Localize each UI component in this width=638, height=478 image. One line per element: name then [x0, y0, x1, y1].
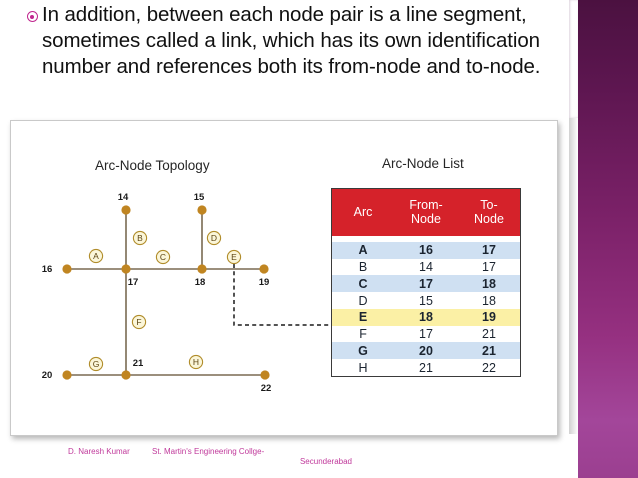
slide-decoration-notch [569, 0, 578, 118]
svg-text:H: H [193, 357, 199, 367]
node-label-18: 18 [195, 277, 206, 288]
slide-decoration-bar [578, 0, 638, 478]
cell-to: 21 [457, 325, 520, 343]
arc-label-A: A [88, 248, 104, 264]
cell-from: 17 [394, 275, 458, 293]
cell-arc: G [332, 342, 395, 360]
table-row: D 15 18 [332, 292, 520, 309]
arc-label-D: D [206, 230, 222, 246]
column-header-from-node: From- Node [394, 189, 458, 236]
table-row: F 17 21 [332, 325, 520, 343]
cell-arc: C [332, 275, 395, 293]
topology-title: Arc-Node Topology [95, 158, 210, 173]
column-header-to-node: To- Node [457, 189, 520, 236]
topology-nodes [62, 205, 270, 380]
node-14 [121, 205, 131, 215]
footer-city: Secunderabad [299, 457, 352, 466]
cell-to: 18 [457, 292, 520, 309]
node-label-20: 20 [42, 370, 53, 381]
cell-arc: H [332, 359, 395, 377]
table-row: A 16 17 [332, 241, 520, 259]
node-17 [121, 264, 131, 274]
arc-label-F: F [131, 314, 147, 330]
cell-to: 22 [457, 359, 520, 377]
cell-to: 18 [457, 275, 520, 293]
node-20 [62, 370, 72, 380]
cell-to: 17 [457, 258, 520, 276]
node-19 [259, 264, 269, 274]
callout-dashed-path [233, 264, 331, 326]
table-row: G 20 21 [332, 342, 520, 360]
column-header-arc: Arc [332, 189, 395, 236]
footer-author: D. Naresh Kumar [68, 447, 130, 456]
node-label-19: 19 [259, 277, 270, 288]
cell-arc: A [332, 241, 395, 259]
cell-from: 14 [394, 258, 458, 276]
svg-text:C: C [160, 252, 166, 262]
cell-from: 18 [394, 308, 458, 326]
node-18 [197, 264, 207, 274]
slide-decoration-shadow [569, 118, 578, 434]
cell-from: 15 [394, 292, 458, 309]
cell-to: 21 [457, 342, 520, 360]
cell-from: 21 [394, 359, 458, 377]
ring-bullet-icon [22, 11, 42, 22]
svg-text:F: F [136, 317, 141, 327]
svg-text:G: G [93, 359, 100, 369]
table-body: A 16 17 B 14 17 C 17 18 D 15 18 E 18 [332, 236, 520, 377]
table-row: H 21 22 [332, 359, 520, 377]
cell-arc: D [332, 292, 395, 309]
node-16 [62, 264, 72, 274]
topology-node-labels: 14 15 16 17 18 19 20 21 22 [42, 192, 272, 394]
node-label-22: 22 [261, 383, 272, 394]
cell-to: 19 [457, 308, 520, 326]
cell-arc: B [332, 258, 395, 276]
table-row: C 17 18 [332, 275, 520, 293]
topology-edges [67, 210, 265, 376]
arc-node-topology-diagram: 14 15 16 17 18 19 20 21 22 A B C D E [42, 192, 331, 394]
node-15 [197, 205, 207, 215]
table-row-highlighted: E 18 19 [332, 308, 520, 326]
svg-text:D: D [211, 233, 217, 243]
cell-from: 17 [394, 325, 458, 343]
table-row: B 14 17 [332, 258, 520, 276]
cell-arc: E [332, 308, 395, 326]
topology-callout [233, 264, 331, 326]
table-header: Arc From- Node To- Node [332, 189, 520, 236]
bullet-block: In addition, between each node pair is a… [22, 2, 567, 80]
arc-label-C: C [155, 249, 171, 265]
arc-node-list-table: Arc From- Node To- Node A 16 17 B [331, 188, 521, 378]
node-label-14: 14 [118, 192, 129, 203]
bullet-list-item: In addition, between each node pair is a… [22, 2, 567, 80]
svg-text:A: A [93, 251, 99, 261]
footer-college: St. Martin's Engineering Collge- [152, 447, 265, 456]
arc-node-list-title: Arc-Node List [382, 156, 464, 171]
svg-text:B: B [137, 233, 143, 243]
cell-to: 17 [457, 241, 520, 259]
topology-arc-labels: A B C D E F G H [88, 230, 242, 372]
node-label-17: 17 [128, 277, 139, 288]
node-label-16: 16 [42, 264, 53, 275]
node-label-21: 21 [133, 358, 144, 369]
table-header-gap [332, 236, 520, 242]
arc-label-E: E [226, 249, 242, 265]
bullet-text: In addition, between each node pair is a… [42, 3, 541, 78]
node-label-15: 15 [194, 192, 205, 203]
cell-from: 20 [394, 342, 458, 360]
arc-label-H: H [188, 354, 204, 370]
cell-arc: F [332, 325, 395, 343]
cell-from: 16 [394, 241, 458, 259]
svg-text:E: E [231, 252, 237, 262]
arc-label-B: B [132, 230, 148, 246]
arc-label-G: G [88, 356, 104, 372]
node-22 [260, 370, 270, 380]
node-21 [121, 370, 131, 380]
